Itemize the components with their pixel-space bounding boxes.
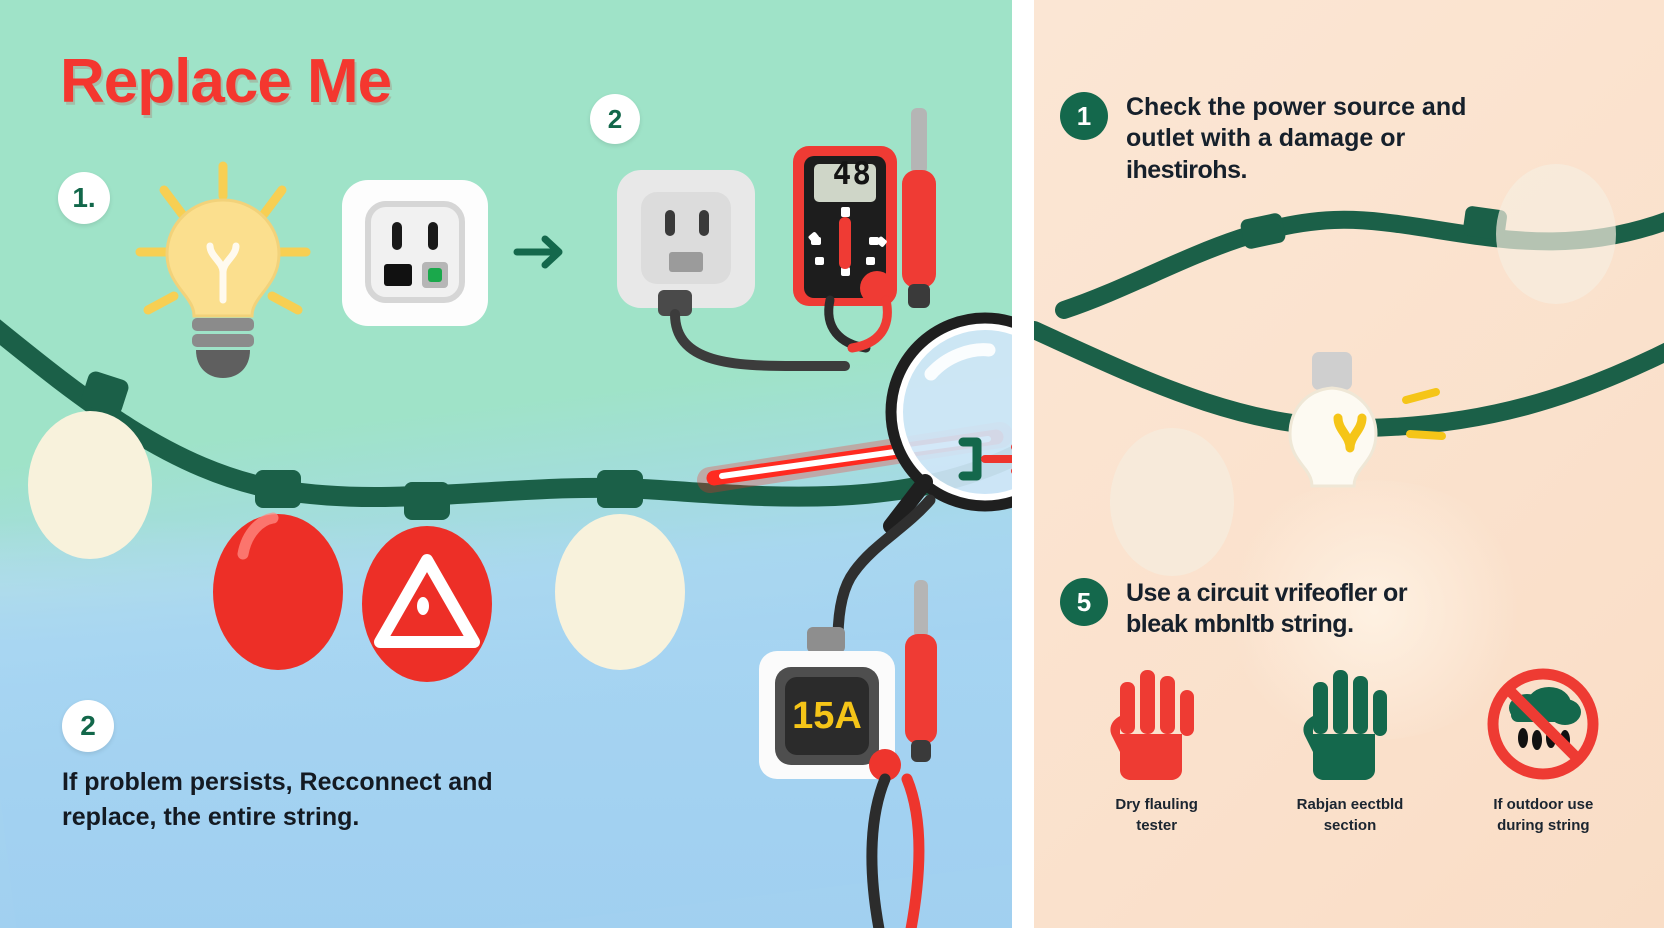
arrow-right-icon <box>513 235 563 269</box>
right-step-5: 5 Use a circuit vrifeofler or bleak mbnl… <box>1060 578 1530 641</box>
right-step-1-line3: ihestirohs. <box>1126 155 1247 184</box>
step-badge-2: 2 <box>590 94 640 144</box>
hand-green-icon <box>1303 670 1387 780</box>
page-title: Replace Me <box>60 47 392 116</box>
fuse-box-icon <box>759 627 895 779</box>
right-step-5-badge: 5 <box>1060 578 1108 626</box>
right-step-1-badge: 1 <box>1060 92 1108 140</box>
fuse-rating-label: 15A <box>792 694 862 737</box>
magnifier-icon <box>883 312 1012 534</box>
right-bulb-cream-1 <box>1110 428 1234 576</box>
multimeter-probes <box>824 295 892 353</box>
right-step-1-text: Check the power source and outlet with a… <box>1126 92 1466 186</box>
right-bulb-cream-2 <box>1496 164 1616 304</box>
safety-icon-cap-1: Dry flauling tester <box>1115 794 1198 836</box>
fuse-cord <box>832 494 936 646</box>
safety-icon-cap-2-line1: Rabjan eectbld <box>1296 796 1404 813</box>
multimeter-reading: 48 <box>832 156 872 192</box>
string-bulb-cream-1 <box>28 371 152 559</box>
string-bulb-red-1 <box>213 470 343 670</box>
step-badge-3-label: 2 <box>80 710 96 741</box>
power-outlet-gray-icon <box>617 170 755 308</box>
break-arrow-icon <box>981 444 1012 474</box>
panel-divider <box>1012 0 1034 928</box>
safety-icon-cap-2-line2: section <box>1323 817 1377 834</box>
right-step-1: 1 Check the power source and outlet with… <box>1060 92 1530 186</box>
left-caption: If problem persists, Recconnect and repl… <box>62 765 512 834</box>
fuse-probe-leads <box>866 749 925 928</box>
safety-icon-cap-3-line1: If outdoor use <box>1493 796 1594 813</box>
screwdriver-icon <box>902 108 936 308</box>
no-rain-icon <box>1487 668 1599 780</box>
safety-icon-cell-1: Dry flauling tester <box>1067 668 1247 836</box>
outlet-cord <box>658 290 850 371</box>
step-badge-3: 2 <box>62 700 114 752</box>
hand-red-icon <box>1110 670 1194 780</box>
right-step-5-number: 5 <box>1076 586 1092 617</box>
string-bulb-cream-2 <box>555 470 685 670</box>
safety-icon-cap-1-line1: Dry flauling <box>1115 796 1198 813</box>
safety-icon-cap-3: If outdoor use during string <box>1493 794 1593 836</box>
step-badge-2-label: 2 <box>607 103 623 134</box>
right-lit-bulb-icon <box>1288 352 1446 488</box>
screwdriver-small-icon <box>905 580 937 762</box>
step-badge-1-label: 1. <box>72 182 96 213</box>
right-step-1-number: 1 <box>1076 100 1092 131</box>
left-panel: Replace Me 1. <box>0 0 1012 928</box>
safety-icon-cap-2: Rabjan eectbld section <box>1297 794 1404 836</box>
right-step-5-text: Use a circuit vrifeofler or bleak mbnltb… <box>1126 578 1408 641</box>
right-step-1-line2: outlet with a damage or <box>1126 124 1406 153</box>
string-bulb-red-warning <box>362 482 492 682</box>
left-caption-line2: replace, the entire string. <box>62 802 360 831</box>
safety-icon-cell-3: If outdoor use during string <box>1453 668 1633 836</box>
safety-icon-cap-1-line2: tester <box>1136 817 1178 834</box>
warning-triangle-icon <box>374 554 480 648</box>
light-bulb-icon <box>135 161 311 378</box>
step-badge-1: 1. <box>58 172 110 224</box>
right-step-1-line1: Check the power source and <box>1126 93 1467 121</box>
right-step-5-line1: Use a circuit vrifeofler or <box>1126 579 1408 607</box>
power-outlet-icon <box>342 180 488 326</box>
right-step-5-line2: bleak mbnltb string. <box>1126 610 1354 639</box>
safety-icon-cell-2: Rabjan eectbld section <box>1260 668 1440 836</box>
safety-icon-row: Dry flauling tester Rabjan eectbld secti… <box>1060 668 1640 836</box>
safety-icon-cap-3-line2: during string <box>1497 817 1590 834</box>
left-caption-line1: If problem persists, Recconnect and <box>62 768 493 796</box>
